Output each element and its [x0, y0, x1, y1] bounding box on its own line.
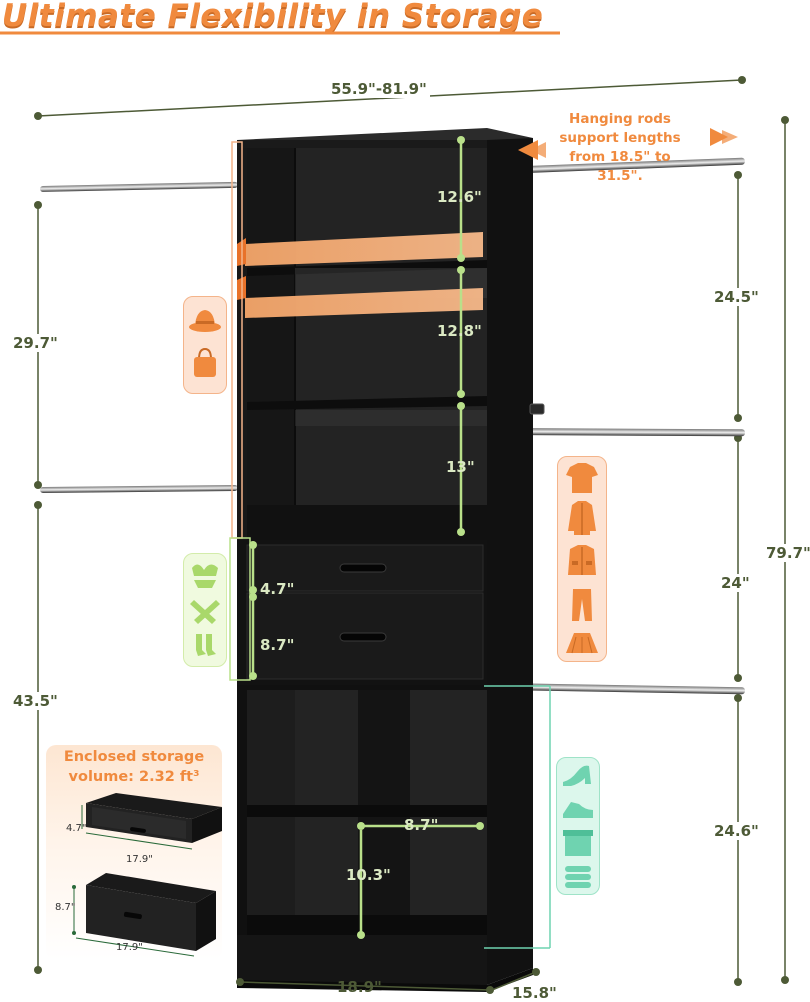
- bra-icon: [192, 564, 218, 588]
- storage-volume-title: Enclosed storage volume: 2.32 ft³: [46, 747, 222, 787]
- accessories-icon-box: [183, 296, 227, 394]
- right-bottom-span-label: 24.6": [711, 822, 762, 840]
- enclosed-storage-panel: Enclosed storage volume: 2.32 ft³: [46, 745, 222, 960]
- cube-height-label: 10.3": [346, 866, 391, 884]
- base-depth-label: 15.8": [512, 984, 557, 1002]
- base-width-label: 18.9": [337, 978, 382, 996]
- drawer-top-label: 4.7": [260, 580, 295, 598]
- left-lower-span-label: 43.5": [10, 692, 61, 710]
- total-height-label: 79.7": [763, 544, 810, 562]
- small-drawer-diagram: [81, 793, 222, 850]
- drawer-bottom-label: 8.7": [260, 636, 295, 654]
- cube-width-label: 8.7": [404, 816, 439, 834]
- width-dimension-line: [34, 76, 746, 120]
- socks-icon: [196, 634, 216, 656]
- hanging-rods-note-line1: Hanging rods: [569, 111, 671, 127]
- high-heel-icon: [563, 765, 591, 786]
- rod-bracket: [529, 403, 545, 415]
- page-title: Ultimate Flexibility in Storage: [2, 0, 544, 34]
- hat-icon: [189, 310, 221, 332]
- left-lower-dimension-line: [34, 501, 42, 974]
- footwear-icon-box: [556, 757, 600, 895]
- left-upper-span-label: 29.7": [10, 334, 61, 352]
- top-shelf-gap-label: 12.6": [437, 188, 482, 206]
- storage-title-line2: volume: 2.32 ft³: [68, 769, 200, 785]
- right-hanging-rods: [499, 157, 745, 695]
- right-top-span-label: 24.5": [711, 288, 762, 306]
- rod-length-arrows: [518, 128, 738, 160]
- hanging-rods-note-line2: support lengths: [559, 130, 681, 146]
- small-drawer-height-label: 4.7": [66, 823, 87, 834]
- middle-shelf-gap-label: 12.8": [437, 322, 482, 340]
- shirt-icon: [568, 501, 596, 535]
- skirt-icon: [566, 633, 598, 654]
- drawer-section-outline: [229, 537, 251, 681]
- width-range-label: 55.9"-81.9": [328, 80, 430, 98]
- large-drawer-height-label: 8.7": [55, 902, 76, 913]
- small-drawer-width-label: 17.9": [126, 854, 153, 865]
- jacket-icon: [568, 545, 596, 575]
- tshirt-icon: [566, 463, 598, 493]
- lower-section-outline: [484, 685, 551, 949]
- scarf-icon: [190, 600, 220, 624]
- hanging-rods-note: Hanging rods support lengths from 18.5" …: [545, 110, 695, 186]
- left-hanging-rods: [39, 181, 238, 493]
- storage-title-line1: Enclosed storage: [63, 749, 205, 765]
- cabinet-tower: [237, 128, 533, 992]
- sneaker-icon: [563, 802, 593, 818]
- pants-icon: [572, 589, 592, 621]
- folded-clothes-icon: [565, 866, 591, 888]
- handbag-icon: [194, 347, 216, 377]
- adjustable-shelf-highlights: [237, 232, 483, 318]
- inner-dimension-markers: [249, 136, 484, 939]
- large-drawer-width-label: 17.9": [116, 942, 143, 953]
- right-middle-span-label: 24": [718, 574, 753, 592]
- base-dimension-lines: [236, 968, 540, 994]
- lower-shelf-gap-label: 13": [446, 458, 475, 476]
- hanging-rods-note-line3: from 18.5" to 31.5".: [569, 149, 671, 184]
- box-icon: [563, 830, 593, 856]
- clothing-icon-box: [557, 456, 607, 662]
- underwear-icon-box: [183, 553, 227, 667]
- drawer-diagrams: [72, 793, 222, 957]
- large-drawer-diagram: [72, 873, 216, 957]
